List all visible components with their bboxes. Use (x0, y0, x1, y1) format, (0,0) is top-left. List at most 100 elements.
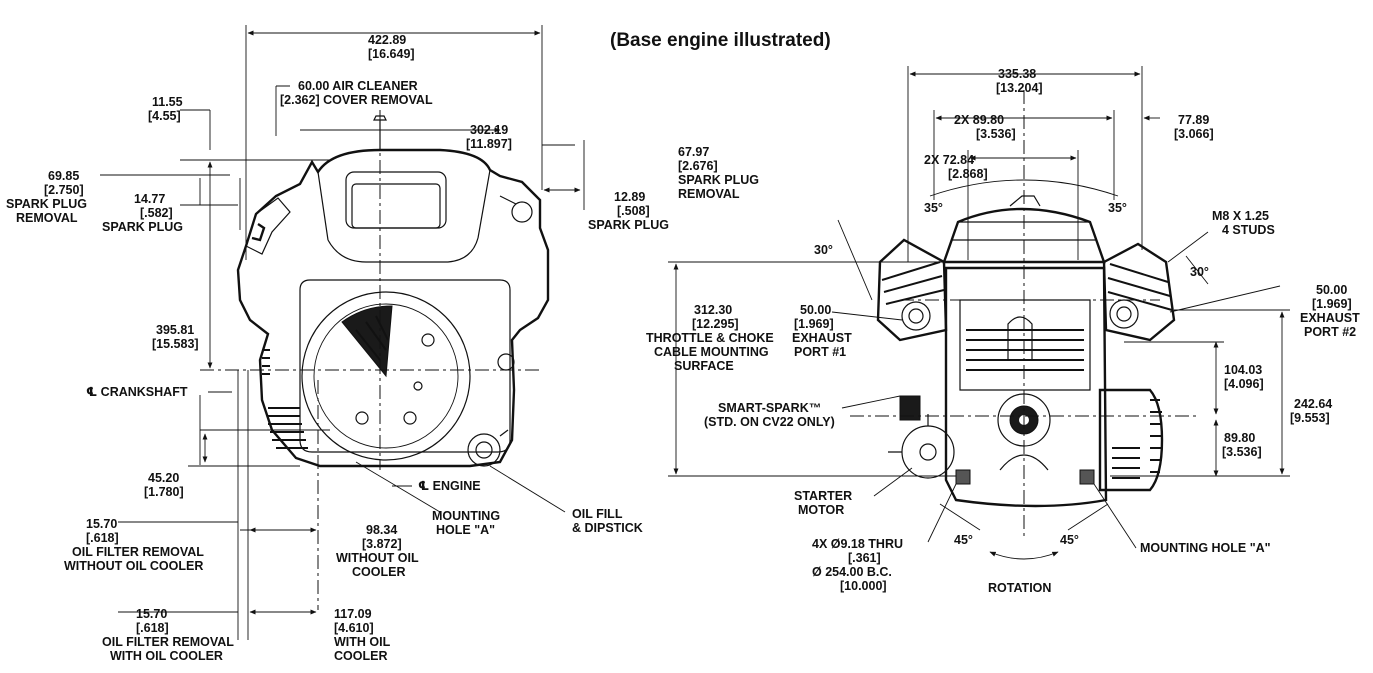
throttle-label: 312.30 (694, 303, 732, 317)
dim-24264-label: 242.64 (1294, 397, 1332, 411)
dim-2x8980-label: 2X 89.80 (954, 113, 1004, 127)
svg-text:COOLER: COOLER (352, 565, 405, 579)
svg-text:[9.553]: [9.553] (1290, 411, 1330, 425)
overall-width-label: 422.89 (368, 33, 406, 47)
svg-text:[3.536]: [3.536] (1222, 445, 1262, 459)
svg-text:[3.536]: [3.536] (976, 127, 1016, 141)
starter-motor-label: STARTER (794, 489, 852, 503)
svg-text:[1.969]: [1.969] (794, 317, 834, 331)
svg-text:[.618]: [.618] (136, 621, 169, 635)
left-labels: 422.89 [16.649] 60.00 AIR CLEANER [2.362… (6, 33, 759, 663)
air-cleaner-label: 60.00 AIR CLEANER (298, 79, 418, 93)
dim-8980-label: 89.80 (1224, 431, 1255, 445)
spark-plug-removal-left: 69.85 (48, 169, 79, 183)
svg-text:WITH OIL: WITH OIL (334, 635, 391, 649)
dim-117-label: 117.09 (334, 607, 372, 621)
smart-spark-label: SMART-SPARK™ (718, 401, 821, 415)
svg-text:[2.750]: [2.750] (44, 183, 84, 197)
spark-plug-left: 14.77 (134, 192, 165, 206)
engine-centerline-label: ℄ ENGINE (418, 479, 481, 493)
svg-text:[2.868]: [2.868] (948, 167, 988, 181)
svg-text:SPARK PLUG: SPARK PLUG (678, 173, 759, 187)
angle-35-left: 35° (924, 201, 943, 215)
svg-text:[15.583]: [15.583] (152, 337, 199, 351)
svg-text:Ø 254.00 B.C.: Ø 254.00 B.C. (812, 565, 892, 579)
dim-98-label: 98.34 (366, 523, 397, 537)
svg-text:[4.55]: [4.55] (148, 109, 181, 123)
svg-text:SURFACE: SURFACE (674, 359, 734, 373)
exhaust-port-2-label: 50.00 (1316, 283, 1347, 297)
mounting-hole-left-label: MOUNTING (432, 509, 500, 523)
svg-text:EXHAUST: EXHAUST (792, 331, 852, 345)
svg-text:[10.000]: [10.000] (840, 579, 887, 593)
right-overall-width-label: 335.38 (998, 67, 1036, 81)
svg-text:OIL FILTER REMOVAL: OIL FILTER REMOVAL (102, 635, 234, 649)
studs-label: M8 X 1.25 (1212, 209, 1269, 223)
svg-text:[2.362] COVER REMOVAL: [2.362] COVER REMOVAL (280, 93, 433, 107)
left-engine-outline (236, 148, 550, 468)
svg-text:[.582]: [.582] (140, 206, 173, 220)
filter-with-cooler-label: 15.70 (136, 607, 167, 621)
svg-text:[3.872]: [3.872] (362, 537, 402, 551)
filter-no-cooler-label: 15.70 (86, 517, 117, 531)
drawing-title: (Base engine illustrated) (610, 30, 831, 51)
spark-plug-right: 12.89 (614, 190, 645, 204)
angle-30-left: 30° (814, 243, 833, 257)
svg-text:[.618]: [.618] (86, 531, 119, 545)
angle-30-right: 30° (1190, 265, 1209, 279)
mounting-holes-label: 4X Ø9.18 THRU (812, 537, 903, 551)
svg-text:[12.295]: [12.295] (692, 317, 739, 331)
svg-text:4 STUDS: 4 STUDS (1222, 223, 1275, 237)
svg-text:EXHAUST: EXHAUST (1300, 311, 1360, 325)
svg-text:[11.897]: [11.897] (466, 137, 512, 151)
svg-text:COOLER: COOLER (334, 649, 387, 663)
svg-text:REMOVAL: REMOVAL (678, 187, 740, 201)
dim-395-label: 395.81 (156, 323, 194, 337)
svg-text:MOTOR: MOTOR (798, 503, 844, 517)
svg-text:WITH OIL COOLER: WITH OIL COOLER (110, 649, 223, 663)
dim-10403-label: 104.03 (1224, 363, 1262, 377)
left-engine-view (236, 115, 550, 468)
svg-text:[16.649]: [16.649] (368, 47, 415, 61)
svg-text:[2.676]: [2.676] (678, 159, 718, 173)
svg-text:WITHOUT OIL: WITHOUT OIL (336, 551, 419, 565)
svg-text:11.55: 11.55 (152, 95, 183, 109)
spark-plug-removal-right: 67.97 (678, 145, 709, 159)
svg-text:[3.066]: [3.066] (1174, 127, 1214, 141)
dim-7789-label: 77.89 (1178, 113, 1209, 127)
rotation-label: ROTATION (988, 581, 1051, 595)
angle-45-left: 45° (954, 533, 973, 547)
right-engine-view (876, 195, 1176, 508)
svg-text:[4.610]: [4.610] (334, 621, 374, 635)
svg-text:HOLE "A": HOLE "A" (436, 523, 495, 537)
svg-text:SPARK PLUG: SPARK PLUG (588, 218, 669, 232)
svg-text:[4.096]: [4.096] (1224, 377, 1264, 391)
svg-text:PORT #1: PORT #1 (794, 345, 846, 359)
svg-text:[13.204]: [13.204] (996, 81, 1043, 95)
left-dimensions (100, 25, 585, 640)
svg-text:[1.969]: [1.969] (1312, 297, 1352, 311)
svg-text:PORT #2: PORT #2 (1304, 325, 1356, 339)
angle-45-right: 45° (1060, 533, 1079, 547)
svg-text:WITHOUT OIL COOLER: WITHOUT OIL COOLER (64, 559, 203, 573)
angle-35-right: 35° (1108, 201, 1127, 215)
svg-text:45.20: 45.20 (148, 471, 179, 485)
svg-text:& DIPSTICK: & DIPSTICK (572, 521, 643, 535)
oil-fill-label: OIL FILL (572, 507, 623, 521)
svg-text:SPARK PLUG: SPARK PLUG (102, 220, 183, 234)
crankshaft-label: ℄ CRANKSHAFT (86, 385, 188, 399)
svg-text:[.508]: [.508] (617, 204, 650, 218)
svg-text:[.361]: [.361] (848, 551, 881, 565)
svg-text:SPARK PLUG: SPARK PLUG (6, 197, 87, 211)
right-labels: 335.38 [13.204] 2X 89.80 [3.536] 77.89 [… (646, 67, 1360, 595)
mounting-hole-a-right-label: MOUNTING HOLE "A" (1140, 541, 1271, 555)
svg-text:[1.780]: [1.780] (144, 485, 184, 499)
dim-302-label: 302.19 (470, 123, 508, 137)
svg-text:(STD. ON CV22 ONLY): (STD. ON CV22 ONLY) (704, 415, 835, 429)
right-dimensions (668, 66, 1290, 560)
svg-text:THROTTLE & CHOKE: THROTTLE & CHOKE (646, 331, 774, 345)
svg-text:REMOVAL: REMOVAL (16, 211, 78, 225)
exhaust-port-1-label: 50.00 (800, 303, 831, 317)
svg-text:CABLE MOUNTING: CABLE MOUNTING (654, 345, 769, 359)
